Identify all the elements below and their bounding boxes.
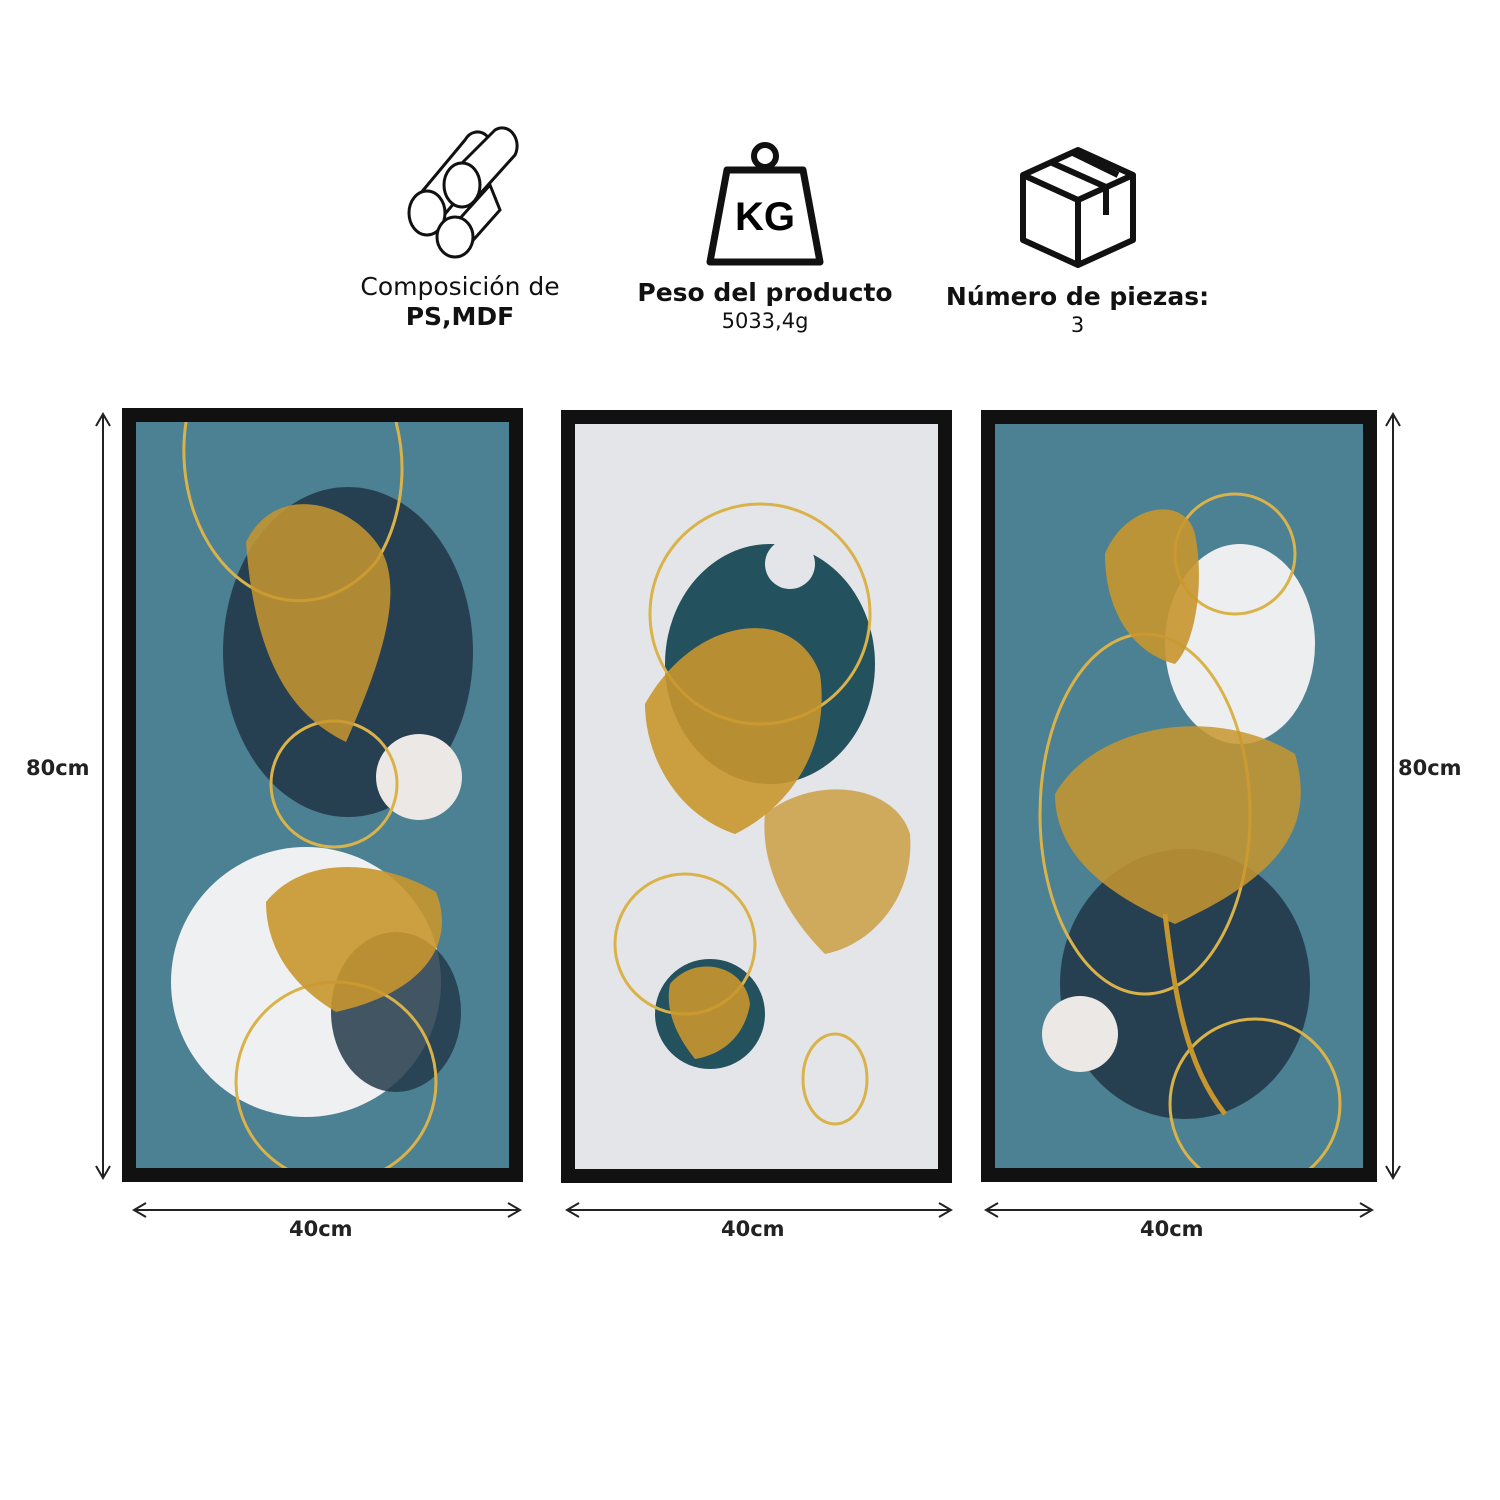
panel-right-artwork <box>995 424 1363 1168</box>
height-label-left: 80cm <box>26 756 90 780</box>
kg-weight-icon: KG <box>706 142 824 266</box>
tubes-icon <box>407 126 519 259</box>
pieces-value: 3 <box>1070 313 1085 337</box>
height-arrow-left <box>95 412 111 1180</box>
width-arrow-left <box>132 1202 522 1218</box>
composition-value: PS,MDF <box>405 302 515 331</box>
composition-label: Composición de <box>360 272 560 301</box>
panel-right <box>981 410 1377 1182</box>
spec-pieces: Número de piezas: 3 <box>940 145 1215 338</box>
panel-left-artwork <box>136 422 509 1168</box>
width-label-left: 40cm <box>289 1217 353 1241</box>
panel-middle <box>561 410 952 1183</box>
width-arrow-middle <box>565 1202 953 1218</box>
spec-weight: KG Peso del producto 5033,4g <box>625 140 905 334</box>
height-arrow-right <box>1385 412 1401 1180</box>
panel-left <box>122 408 523 1182</box>
weight-label: Peso del producto <box>637 278 893 307</box>
pieces-label: Número de piezas: <box>945 282 1210 311</box>
panel-middle-artwork <box>575 424 938 1169</box>
width-label-right: 40cm <box>1140 1217 1204 1241</box>
spec-composition: Composición de PS,MDF <box>320 125 600 332</box>
box-icon <box>1019 147 1136 268</box>
width-arrow-right <box>984 1202 1374 1218</box>
kg-text: KG <box>735 195 795 239</box>
weight-value: 5033,4g <box>721 309 809 333</box>
height-label-right: 80cm <box>1398 756 1462 780</box>
width-label-middle: 40cm <box>721 1217 785 1241</box>
